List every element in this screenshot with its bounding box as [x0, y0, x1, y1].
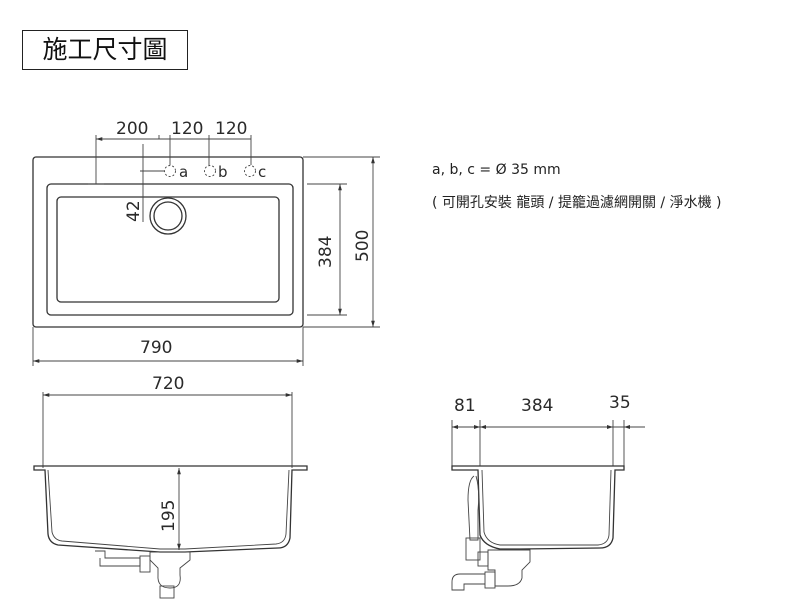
dim-120-b: 120	[215, 119, 247, 139]
dim-195: 195	[159, 500, 179, 532]
side-view: 81 384 35	[451, 393, 645, 591]
hole-label-a: a	[179, 163, 188, 181]
dim-200: 200	[116, 119, 148, 139]
side-drain-pipe	[451, 475, 531, 591]
sink-profile	[33, 465, 308, 553]
bowl-rim	[46, 183, 294, 316]
drain-outer	[149, 197, 187, 235]
drawing-title: 施工尺寸圖	[22, 30, 188, 70]
hole-usage-note: ( 可開孔安裝 龍頭 / 提籠過濾網開關 / 淨水機 )	[432, 195, 722, 211]
dim-120-a: 120	[171, 119, 203, 139]
dim-500: 500	[353, 230, 373, 262]
hole-size-note: a, b, c = Ø 35 mm	[432, 162, 561, 178]
dim-81: 81	[454, 396, 476, 416]
drain-inner	[153, 201, 183, 231]
dim-790: 790	[140, 338, 172, 358]
dim-384: 384	[316, 236, 336, 268]
hole-b-icon	[204, 165, 216, 177]
drain-pipe	[95, 550, 191, 599]
hole-c-icon	[244, 165, 256, 177]
top-view: a b c 200 120 120 42 384 500 790	[32, 119, 380, 366]
dim-42: 42	[124, 200, 144, 222]
hole-label-b: b	[218, 163, 228, 181]
hole-a-icon	[164, 165, 176, 177]
sink-outline	[32, 156, 304, 328]
bowl-inner	[56, 196, 280, 303]
front-view: 720 195	[33, 374, 308, 599]
dim-384-side: 384	[521, 396, 553, 416]
hole-label-c: c	[258, 163, 266, 181]
dim-35: 35	[609, 393, 631, 413]
dim-720: 720	[152, 374, 184, 394]
side-profile	[451, 465, 625, 550]
